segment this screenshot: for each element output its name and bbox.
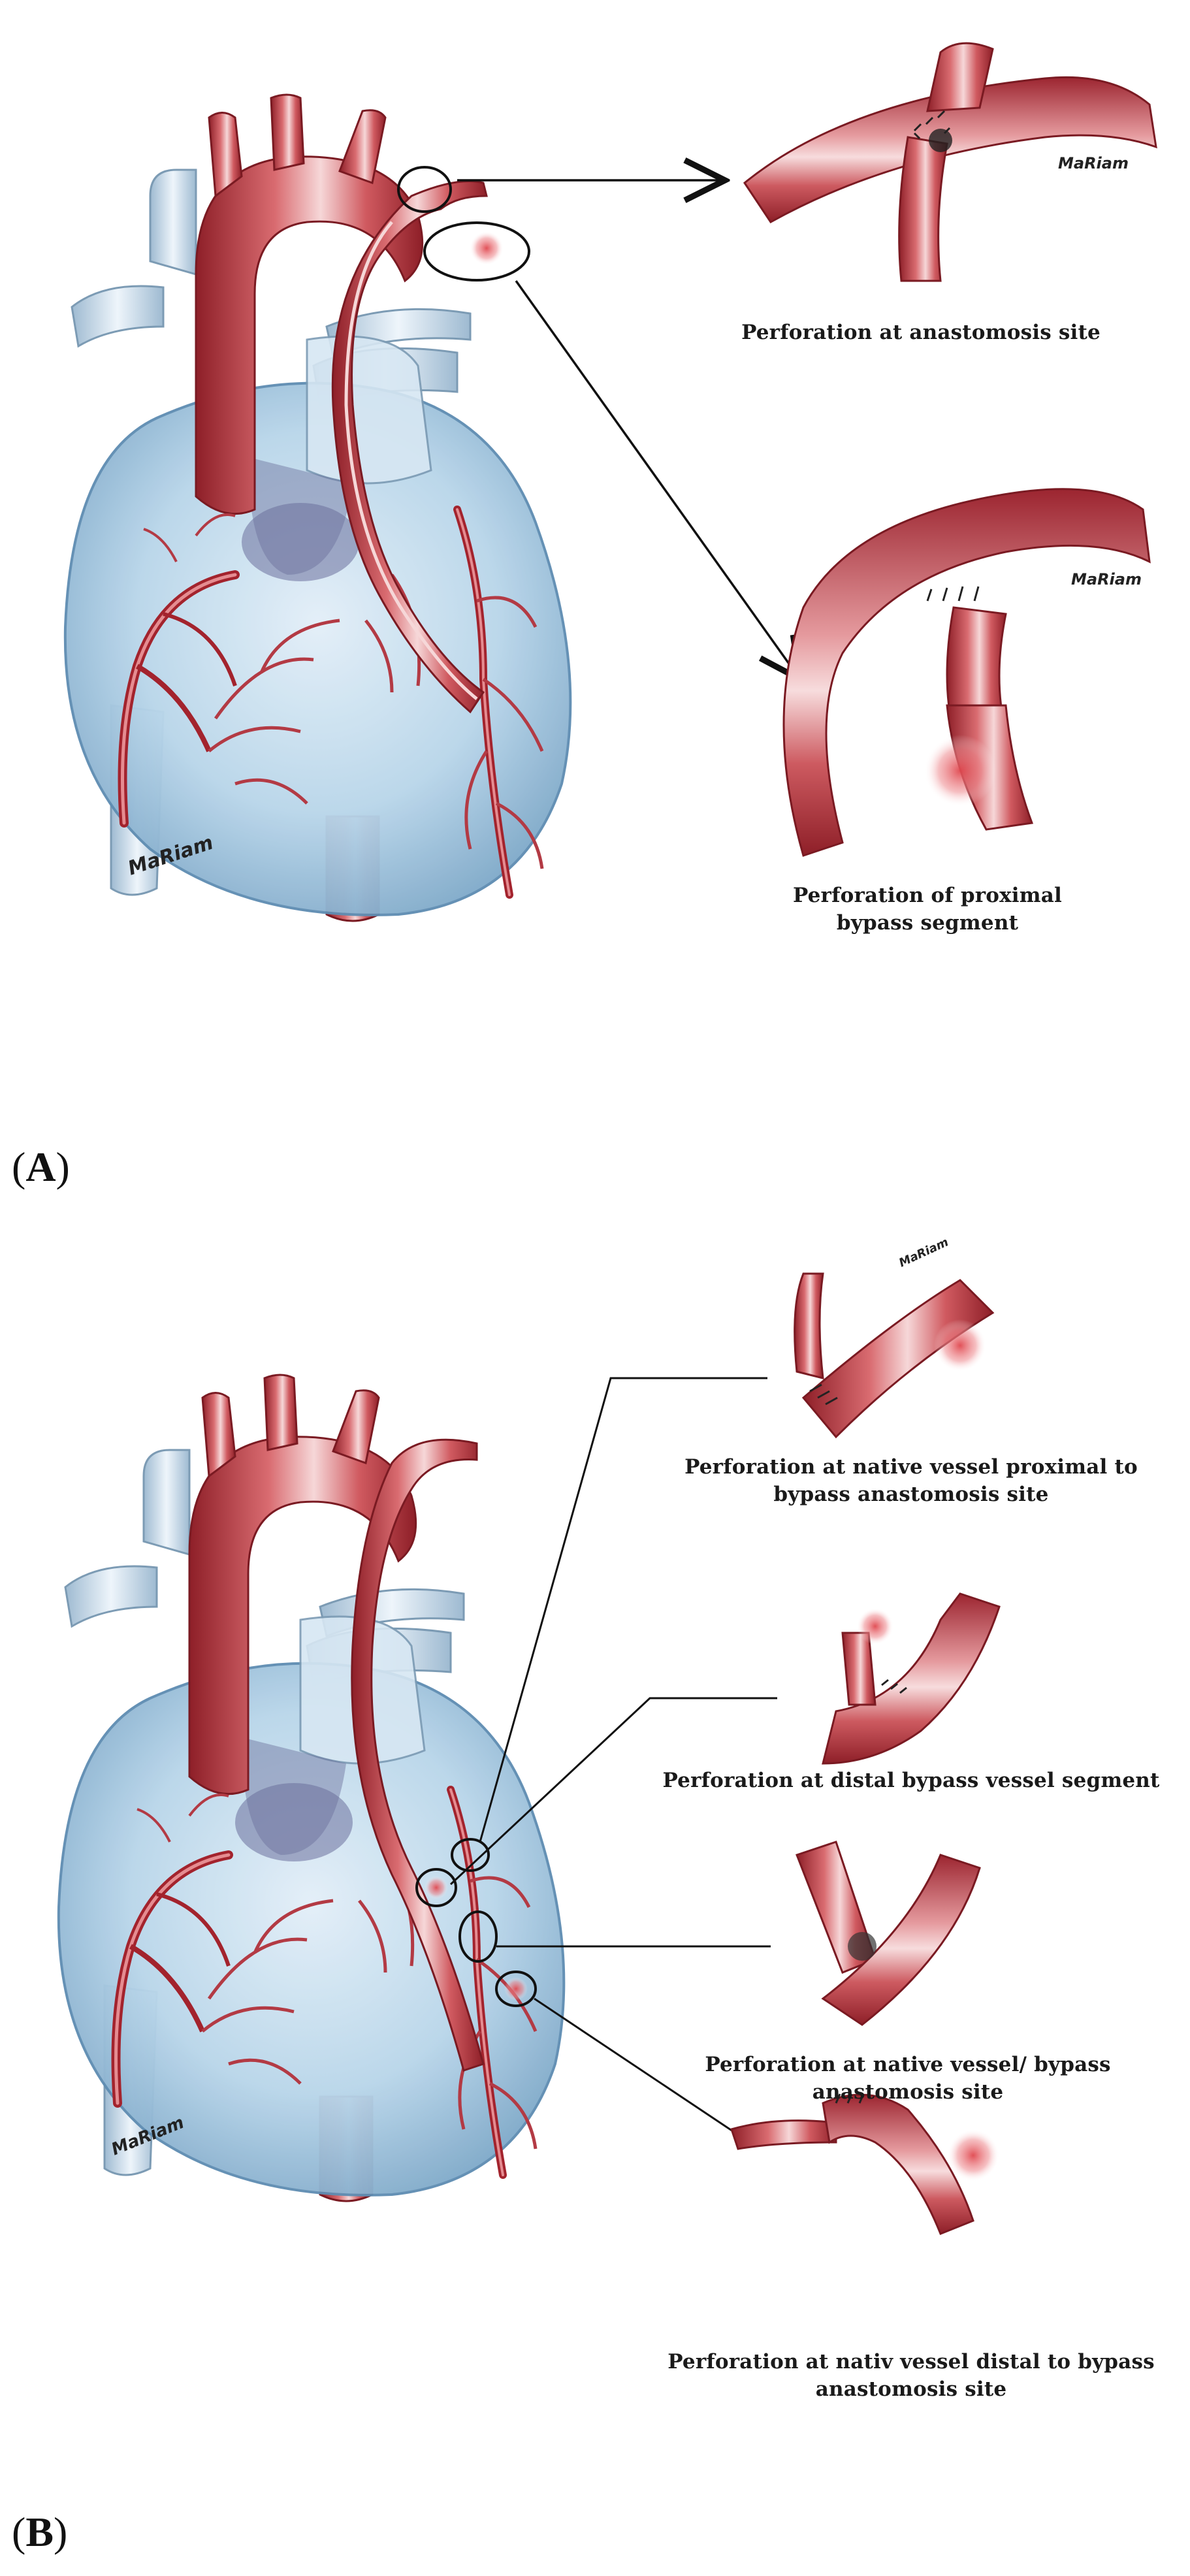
- signature-mariam-a2: MaRiam: [1071, 570, 1142, 588]
- heart-illustration-a: [65, 95, 571, 921]
- callout-circle-anastomosis: [397, 166, 452, 213]
- callout-circle-proximal: [423, 221, 530, 282]
- inset-anastomosis-site: MaRiam: [743, 42, 1157, 282]
- caption-native-distal-line1: Perforation at nativ vessel distal to by…: [667, 2350, 1155, 2374]
- signature-mariam-a1: MaRiam: [1058, 154, 1129, 172]
- bypass-graft-b: [351, 1438, 485, 2072]
- panel-label-b: (B): [12, 2509, 68, 2555]
- panel-label-a: (A): [12, 1144, 70, 1190]
- caption-proximal-bypass: Perforation of proximal bypass segment: [718, 882, 1136, 937]
- inset-native-proximal: MaRiam: [794, 1235, 995, 1439]
- leader-native-distal: [534, 1997, 735, 2134]
- heart-illustration-b: [59, 1375, 564, 2201]
- caption-distal-bypass-line1: Perforation at distal bypass vessel segm…: [662, 1769, 1160, 1792]
- caption-native-proximal-line1: Perforation at native vessel proximal to: [684, 1455, 1138, 1479]
- caption-native-proximal-line2: bypass anastomosis site: [773, 1483, 1049, 1506]
- caption-native-distal-line2: anastomosis site: [815, 2377, 1007, 2401]
- caption-distal-bypass: Perforation at distal bypass vessel segm…: [637, 1767, 1185, 1794]
- panel-b: MaRiam MaRiam: [59, 1235, 1001, 2235]
- panel-a: MaRiam MaRiam MaRiam: [65, 42, 1157, 921]
- caption-proximal-line1: Perforation of proximal: [792, 884, 1063, 907]
- inset-distal-bypass: [822, 1592, 1001, 1765]
- inset-native-bypass: [796, 1841, 981, 2026]
- caption-native-proximal: Perforation at native vessel proximal to…: [650, 1453, 1172, 1508]
- bypass-graft-a: [331, 180, 488, 714]
- caption-anastomosis-line1: Perforation at anastomosis site: [741, 321, 1101, 344]
- leader-native-proximal: [479, 1377, 767, 1843]
- inset-native-distal: [730, 2093, 999, 2235]
- caption-native-bypass-line1: Perforation at native vessel/ bypass: [705, 2053, 1111, 2076]
- caption-native-distal: Perforation at nativ vessel distal to by…: [637, 2348, 1185, 2403]
- caption-native-bypass: Perforation at native vessel/ bypass ana…: [660, 2051, 1156, 2106]
- inset-proximal-bypass: MaRiam: [782, 488, 1151, 857]
- caption-proximal-line2: bypass segment: [836, 911, 1019, 935]
- signature-mariam-b1: MaRiam: [897, 1235, 950, 1270]
- caption-anastomosis-site: Perforation at anastomosis site: [692, 319, 1150, 346]
- leader-distal-bypass: [449, 1697, 777, 1886]
- caption-native-bypass-line2: anastomosis site: [812, 2080, 1004, 2104]
- arrow-to-proximal: [515, 280, 800, 679]
